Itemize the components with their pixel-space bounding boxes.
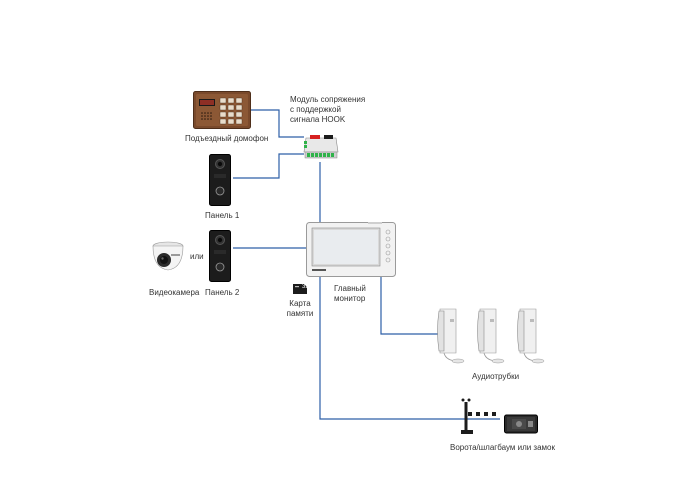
interface-module-label-line: Модуль сопряжения	[290, 95, 366, 104]
wire-monitor-to-handsets	[380, 276, 440, 335]
camera-label: Видеокамера	[149, 288, 200, 297]
memory-card-label-line: Карта	[289, 299, 311, 308]
camera-icon	[152, 241, 184, 271]
main-monitor-icon	[306, 222, 396, 277]
main-monitor-label-line: монитор	[334, 294, 366, 303]
entrance-intercom-icon	[193, 91, 251, 129]
panel2-label: Панель 2	[205, 288, 240, 297]
handsets-label: Аудиотрубки	[472, 372, 520, 381]
memory-card-number: 32	[302, 284, 309, 290]
panel1-label: Панель 1	[205, 211, 240, 220]
interface-module-label-line: сигнала HOOK	[290, 115, 346, 124]
interface-module-label: Модуль сопряжения с поддержкой сигнала H…	[290, 95, 366, 125]
main-monitor-label: Главный монитор	[334, 284, 366, 304]
memory-card-label: Карта памяти	[284, 299, 316, 319]
panel1-icon	[209, 154, 231, 206]
or-label: или	[190, 252, 204, 261]
interface-module-icon	[303, 135, 339, 159]
entrance-intercom-label: Подъездный домофон	[185, 134, 269, 143]
main-monitor-label-line: Главный	[334, 284, 366, 293]
panel2-icon	[209, 230, 231, 282]
gate-label: Ворота/шлагбаум или замок	[450, 443, 555, 452]
interface-module-label-line: с поддержкой	[290, 105, 341, 114]
wire-monitor-to-gate	[319, 276, 500, 420]
memory-card-label-line: памяти	[286, 309, 314, 318]
barrier-icon	[461, 398, 500, 434]
memory-card-icon	[293, 284, 307, 294]
wire-intercom-to-module	[251, 109, 304, 138]
wire-panel1-to-module	[233, 153, 304, 179]
lock-icon	[504, 414, 538, 434]
handsets-icon	[437, 308, 545, 364]
